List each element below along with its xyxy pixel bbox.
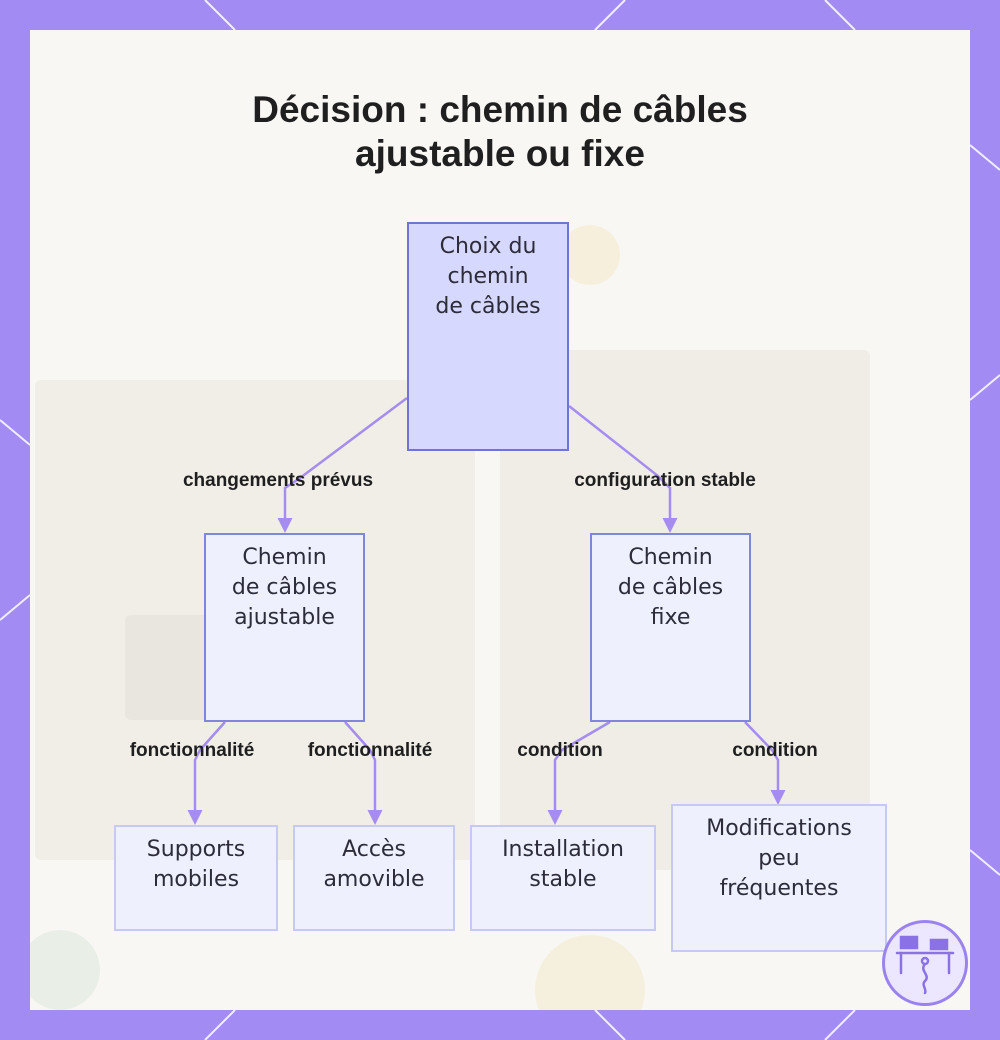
node-fixed-line-3: fixe (650, 605, 691, 630)
node-fixed: Chemin de câbles fixe (590, 533, 751, 722)
background-circle-left (30, 930, 100, 1010)
edge-label-planned-changes: changements prévus (182, 470, 374, 491)
node-infrequent-line-1: Modifications (706, 816, 852, 841)
title-line-2: ajustable ou fixe (355, 133, 645, 174)
node-stable-line-1: Installation (502, 837, 624, 862)
edge-label-condition-2: condition (732, 740, 818, 761)
edge-adjustable-mobile (187, 721, 226, 825)
edge-label-feature-1: fonctionnalité (129, 740, 255, 761)
node-infrequent-line-2: peu (758, 846, 800, 871)
edge-root-adjustable (277, 396, 408, 533)
node-mobile-line-1: Supports (146, 837, 246, 862)
logo-graphic (895, 935, 955, 995)
edge-label-condition-1: condition (517, 740, 603, 761)
diagram-panel: Décision : chemin de câbles ajustable ou… (30, 30, 970, 1010)
node-root-line-2: chemin (447, 264, 529, 289)
desk-cable-logo-icon (882, 920, 968, 1006)
node-adjustable: Chemin de câbles ajustable (204, 533, 365, 722)
node-stable: Installation stable (470, 825, 656, 931)
edge-label-stable-config: configuration stable (574, 470, 756, 491)
node-mobile-line-2: mobiles (152, 867, 240, 892)
node-root: Choix du chemin de câbles (407, 222, 569, 451)
node-stable-line-2: stable (529, 867, 597, 892)
node-adjustable-line-1: Chemin (242, 545, 327, 570)
node-root-line-1: Choix du (439, 234, 537, 259)
node-removable: Accès amovible (293, 825, 455, 931)
node-mobile: Supports mobiles (114, 825, 278, 931)
node-removable-line-1: Accès (342, 837, 406, 862)
edge-label-feature-2: fonctionnalité (307, 740, 433, 761)
node-adjustable-line-3: ajustable (234, 605, 335, 630)
edge-fixed-stable (547, 720, 611, 825)
diagram-title: Décision : chemin de câbles ajustable ou… (30, 88, 970, 176)
node-infrequent: Modifications peu fréquentes (671, 804, 887, 952)
node-infrequent-line-3: fréquentes (719, 876, 839, 901)
node-removable-line-2: amovible (323, 867, 425, 892)
diagram-edges (187, 396, 786, 825)
edge-adjustable-removable (344, 721, 383, 825)
node-adjustable-line-2: de câbles (231, 575, 338, 600)
title-line-1: Décision : chemin de câbles (252, 89, 748, 130)
node-root-line-3: de câbles (435, 294, 541, 319)
node-fixed-line-2: de câbles (617, 575, 724, 600)
edge-root-fixed (568, 405, 678, 533)
edge-fixed-infrequent (744, 721, 786, 805)
background-circle-top (560, 225, 620, 285)
node-fixed-line-1: Chemin (628, 545, 713, 570)
